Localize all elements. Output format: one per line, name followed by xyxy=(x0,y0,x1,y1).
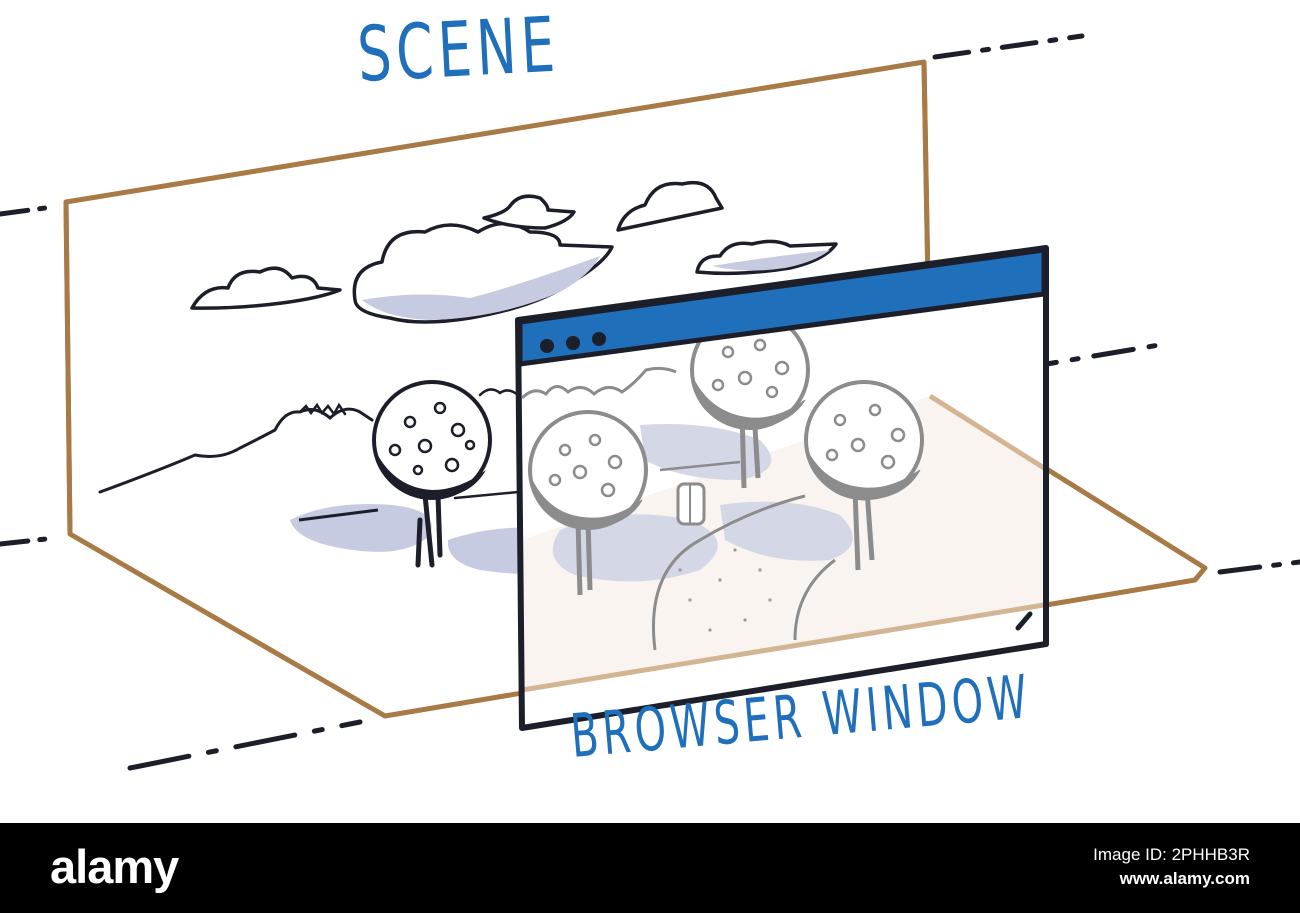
three-dots-icon xyxy=(540,332,606,353)
cloud-icon xyxy=(695,239,838,276)
cloud-icon xyxy=(482,194,576,230)
brand-logo: alamy xyxy=(50,840,179,893)
watermark-footer: alamy Image ID: 2PHHB3R www.alamy.com xyxy=(0,823,1300,913)
site-url-text: www.alamy.com xyxy=(1119,869,1250,888)
mailbox-icon xyxy=(676,482,706,526)
cloud-icon xyxy=(190,266,342,310)
browser-titlebar xyxy=(517,247,1047,367)
tree-icon xyxy=(528,410,648,596)
clouds xyxy=(190,180,838,324)
scene-browser-diagram xyxy=(0,33,1300,771)
hills xyxy=(98,388,520,500)
cloud-icon xyxy=(616,180,724,232)
cloud-icon xyxy=(352,221,614,324)
scene-label: SCENE xyxy=(355,0,562,99)
tree-icon xyxy=(804,380,924,571)
window-viewport xyxy=(522,292,1044,722)
image-id-text: Image ID: 2PHHB3R xyxy=(1093,845,1250,864)
browser-window-frame xyxy=(515,245,1049,731)
